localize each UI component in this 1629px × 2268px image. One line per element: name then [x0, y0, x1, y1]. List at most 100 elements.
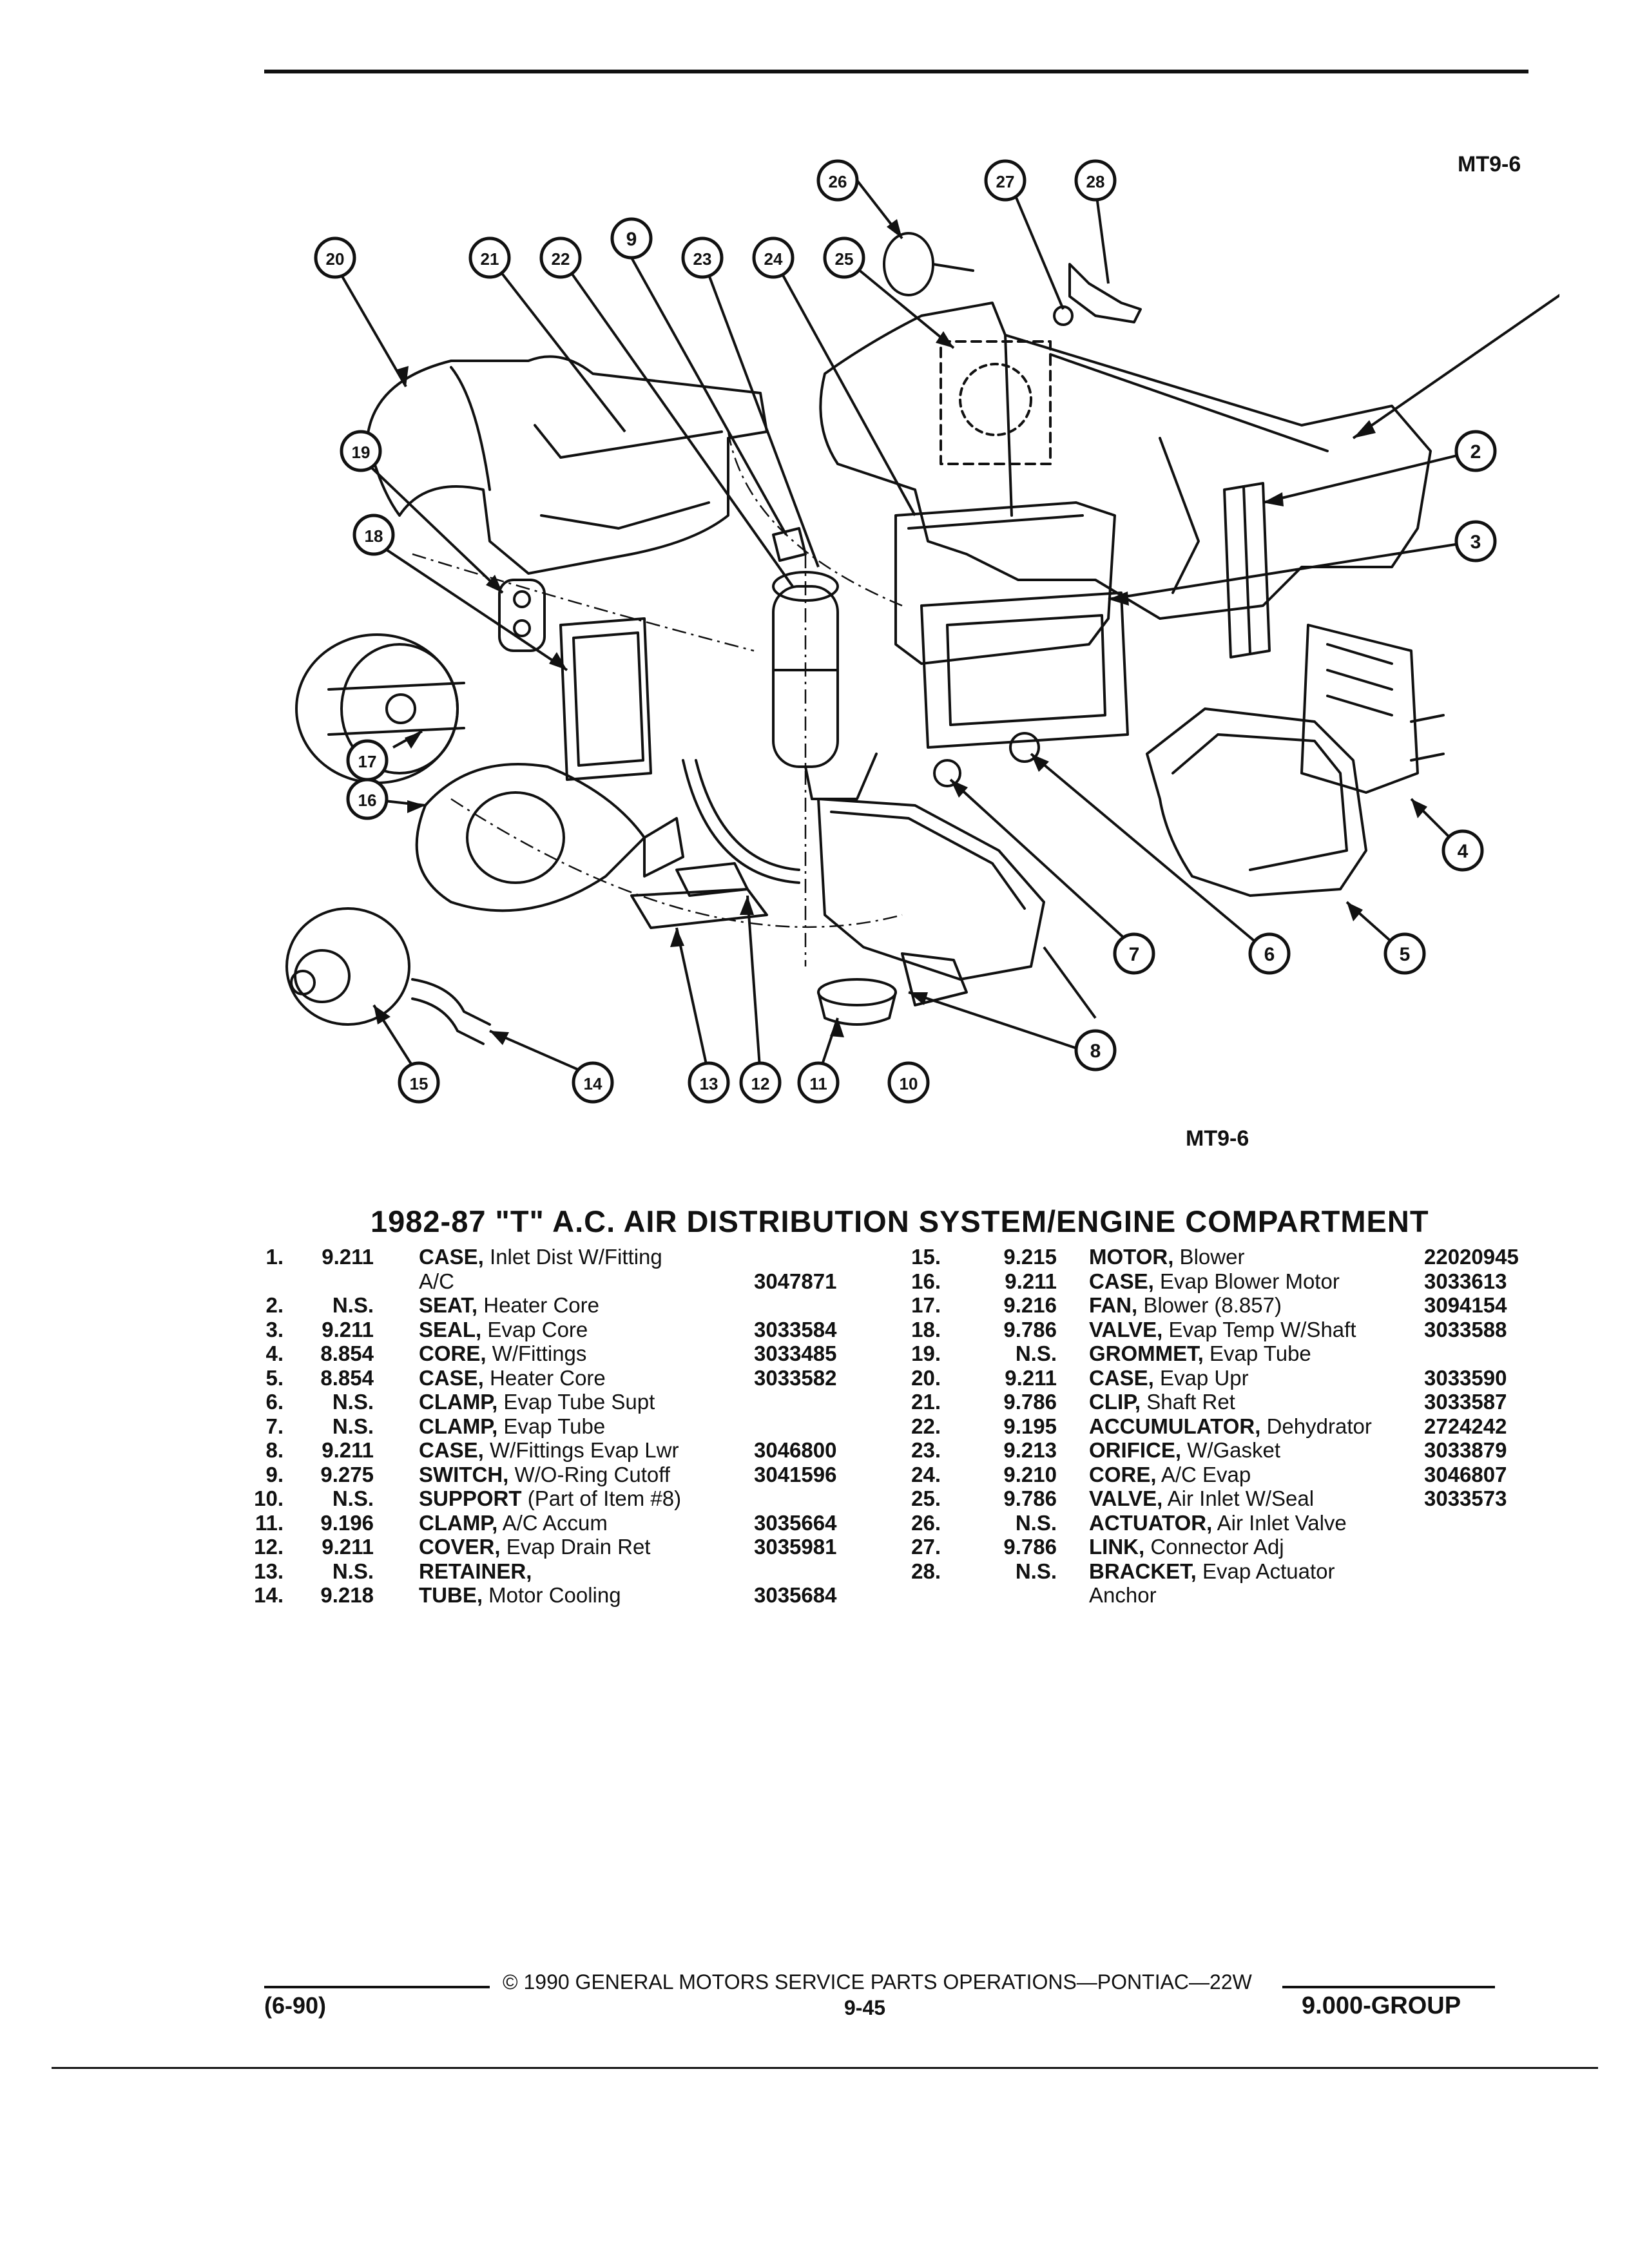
part-number: 3033582 — [754, 1365, 837, 1390]
part-name-line: LINK, Connector Adj — [1089, 1535, 1284, 1559]
group-code: N.S. — [332, 1390, 374, 1414]
part-number: 3035981 — [754, 1535, 837, 1559]
group-code: 9.211 — [1005, 1269, 1057, 1293]
part-name-line: CLIP, Shaft Ret — [1089, 1390, 1235, 1414]
item-number: 27. — [911, 1535, 941, 1559]
parts-row: 2.N.S.SEAT, Heater Core — [245, 1293, 863, 1318]
group-code: 9.196 — [320, 1510, 374, 1535]
item-number: 13. — [254, 1559, 284, 1583]
part-description: Air Inlet W/Seal — [1162, 1486, 1315, 1510]
callout-3 — [1454, 520, 1497, 562]
callout-4 — [1441, 829, 1484, 872]
footer-rule-right — [1282, 1986, 1495, 1988]
part-name: CORE, — [419, 1341, 487, 1365]
callout-9-label: 9 — [626, 229, 637, 250]
part-number: 3094154 — [1424, 1293, 1507, 1317]
callout-27 — [984, 159, 1027, 202]
part-name-line: SEAT, Heater Core — [419, 1293, 599, 1318]
exploded-view-diagram: 1 2 3 4 5 6 7 8 9 10 11 12 13 14 15 16 1… — [285, 159, 1559, 1104]
group-code: N.S. — [332, 1559, 374, 1583]
callout-27-label: 27 — [996, 172, 1015, 191]
part-number: 3041596 — [754, 1462, 837, 1486]
item-number: 1. — [265, 1245, 284, 1269]
part-description: Motor Cooling — [483, 1583, 621, 1607]
part-description: Connector Adj — [1144, 1535, 1284, 1559]
callout-24 — [752, 236, 795, 279]
part-name-line: FAN, Blower (8.857) — [1089, 1293, 1282, 1318]
callout-17 — [346, 739, 389, 782]
part-description-continued: A/C — [419, 1269, 455, 1293]
group-code: 9.211 — [322, 1317, 374, 1341]
part-description: A/C Accum — [497, 1510, 608, 1535]
item-number: 28. — [911, 1559, 941, 1583]
item-number: 18. — [911, 1317, 941, 1341]
item-number: 9. — [265, 1462, 284, 1486]
part-name: CASE, — [419, 1438, 484, 1462]
part-name: CLAMP, — [419, 1510, 498, 1535]
item-number: 2. — [265, 1293, 284, 1317]
group-code: 9.211 — [322, 1245, 374, 1269]
part-description: Air Inlet Valve — [1212, 1510, 1347, 1535]
callout-13-label: 13 — [700, 1074, 718, 1093]
part-name-line: TUBE, Motor Cooling — [419, 1583, 621, 1608]
callout-16-label: 16 — [358, 791, 377, 810]
part-name: COVER, — [419, 1535, 501, 1559]
part-name-line: RETAINER, — [419, 1559, 532, 1584]
part-description: Evap Blower Motor — [1153, 1269, 1340, 1293]
part-description: W/Fittings — [486, 1341, 587, 1365]
group-code: N.S. — [1015, 1510, 1057, 1535]
part-description: Dehydrator — [1260, 1414, 1372, 1438]
part-name: LINK, — [1089, 1535, 1145, 1559]
part-description: Evap Tube — [497, 1414, 606, 1438]
part-description-continued: Anchor — [1089, 1583, 1157, 1607]
part-name-line: CLAMP, Evap Tube Supt — [419, 1390, 655, 1414]
part-name-line: CLAMP, A/C Accum — [419, 1511, 608, 1535]
part-number: 3033613 — [1424, 1269, 1507, 1293]
part-name-line: VALVE, Air Inlet W/Seal — [1089, 1486, 1314, 1511]
part-number: 3033485 — [754, 1341, 837, 1365]
part-description: Heater Core — [483, 1365, 606, 1390]
part-name: SEAT, — [419, 1293, 478, 1317]
callout-20 — [314, 236, 356, 279]
part-description: Evap Temp W/Shaft — [1162, 1317, 1356, 1341]
group-code: 9.216 — [1003, 1293, 1057, 1317]
item-number: 17. — [911, 1293, 941, 1317]
part-number: 2724242 — [1424, 1414, 1507, 1438]
callout-28-label: 28 — [1086, 172, 1105, 191]
part-number: 3035664 — [754, 1510, 837, 1535]
parts-row: 26.N.S.ACTUATOR, Air Inlet Valve — [902, 1511, 1534, 1535]
part-description: Evap Core — [481, 1317, 588, 1341]
parts-row: 19.N.S.GROMMET, Evap Tube — [902, 1341, 1534, 1366]
parts-row: 6.N.S.CLAMP, Evap Tube Supt — [245, 1390, 863, 1414]
part-description: Blower (8.857) — [1137, 1293, 1282, 1317]
item-number: 21. — [911, 1390, 941, 1414]
callout-10 — [887, 1061, 930, 1104]
part-name: CASE, — [1089, 1269, 1154, 1293]
part-name: ACCUMULATOR, — [1089, 1414, 1261, 1438]
callout-8 — [1074, 1029, 1117, 1072]
figure-code-top: MT9-6 — [1458, 152, 1521, 177]
callout-21-label: 21 — [481, 249, 499, 269]
top-rule — [264, 70, 1528, 73]
part-name-line: GROMMET, Evap Tube — [1089, 1341, 1311, 1366]
part-name: ORIFICE, — [1089, 1438, 1182, 1462]
footer-copyright: © 1990 GENERAL MOTORS SERVICE PARTS OPER… — [503, 1970, 1252, 1994]
parts-row-continuation: Anchor — [902, 1583, 1534, 1608]
item-number: 15. — [911, 1245, 941, 1269]
callout-26-label: 26 — [829, 172, 847, 191]
part-name-line: CORE, A/C Evap — [1089, 1463, 1251, 1487]
part-number: 3046807 — [1424, 1462, 1507, 1486]
item-number: 8. — [265, 1438, 284, 1462]
item-number: 11. — [255, 1510, 284, 1535]
figure-code-bottom: MT9-6 — [1186, 1126, 1249, 1151]
